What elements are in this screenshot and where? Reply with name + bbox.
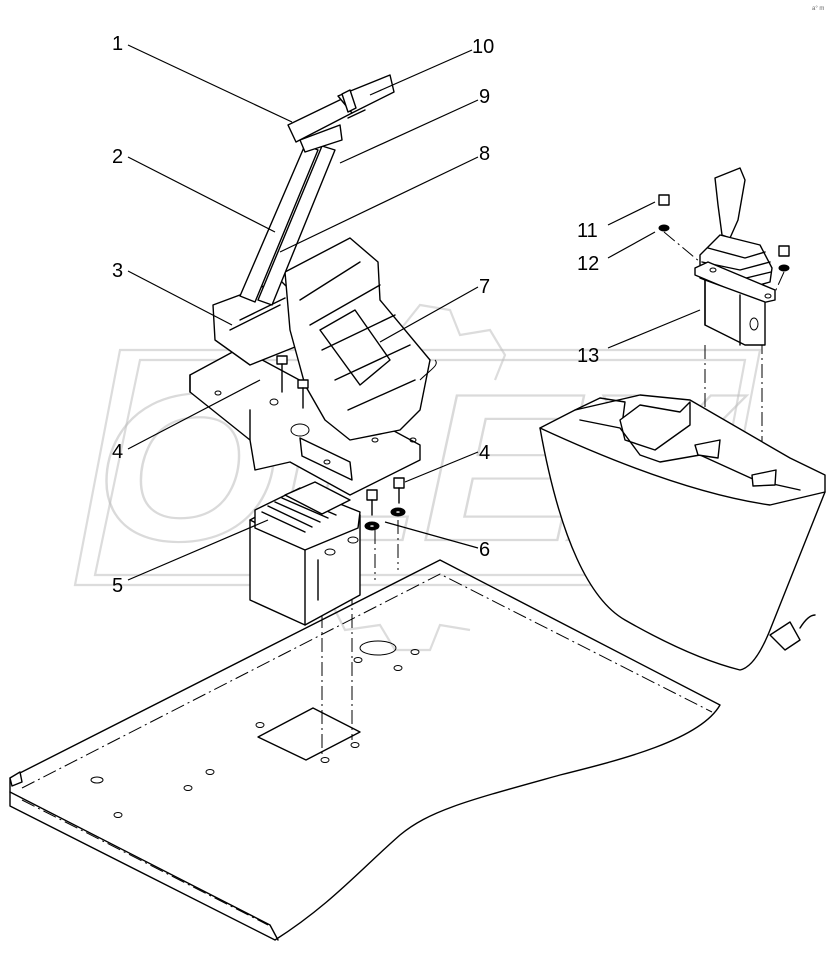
leader-lines bbox=[127, 44, 701, 581]
callout-1: 1 bbox=[112, 33, 123, 55]
callout-6: 6 bbox=[479, 539, 490, 561]
callout-4b: 4 bbox=[479, 442, 490, 464]
joystick bbox=[694, 167, 776, 346]
callout-13: 13 bbox=[577, 345, 599, 367]
bolts-upper bbox=[276, 355, 309, 409]
callout-3: 3 bbox=[112, 260, 123, 282]
corner-mark: a° m bbox=[812, 6, 824, 12]
callout-7: 7 bbox=[479, 276, 490, 298]
lever-arm bbox=[239, 74, 395, 306]
callout-5: 5 bbox=[112, 575, 123, 597]
callout-2: 2 bbox=[112, 146, 123, 168]
small-parts bbox=[658, 194, 790, 293]
callout-9: 9 bbox=[479, 86, 490, 108]
callout-8: 8 bbox=[479, 143, 490, 165]
bolts-lower bbox=[364, 477, 406, 531]
switch-box bbox=[249, 481, 361, 626]
callout-10: 10 bbox=[472, 36, 494, 58]
callout-4a: 4 bbox=[112, 441, 123, 463]
callout-11: 11 bbox=[577, 220, 598, 242]
bracket-assembly bbox=[189, 237, 437, 496]
console bbox=[539, 394, 826, 671]
callout-12: 12 bbox=[577, 253, 599, 275]
floor-plate bbox=[9, 559, 721, 941]
callout-labels: 1 2 3 4 4 5 6 7 8 9 10 11 12 13 bbox=[112, 33, 599, 597]
